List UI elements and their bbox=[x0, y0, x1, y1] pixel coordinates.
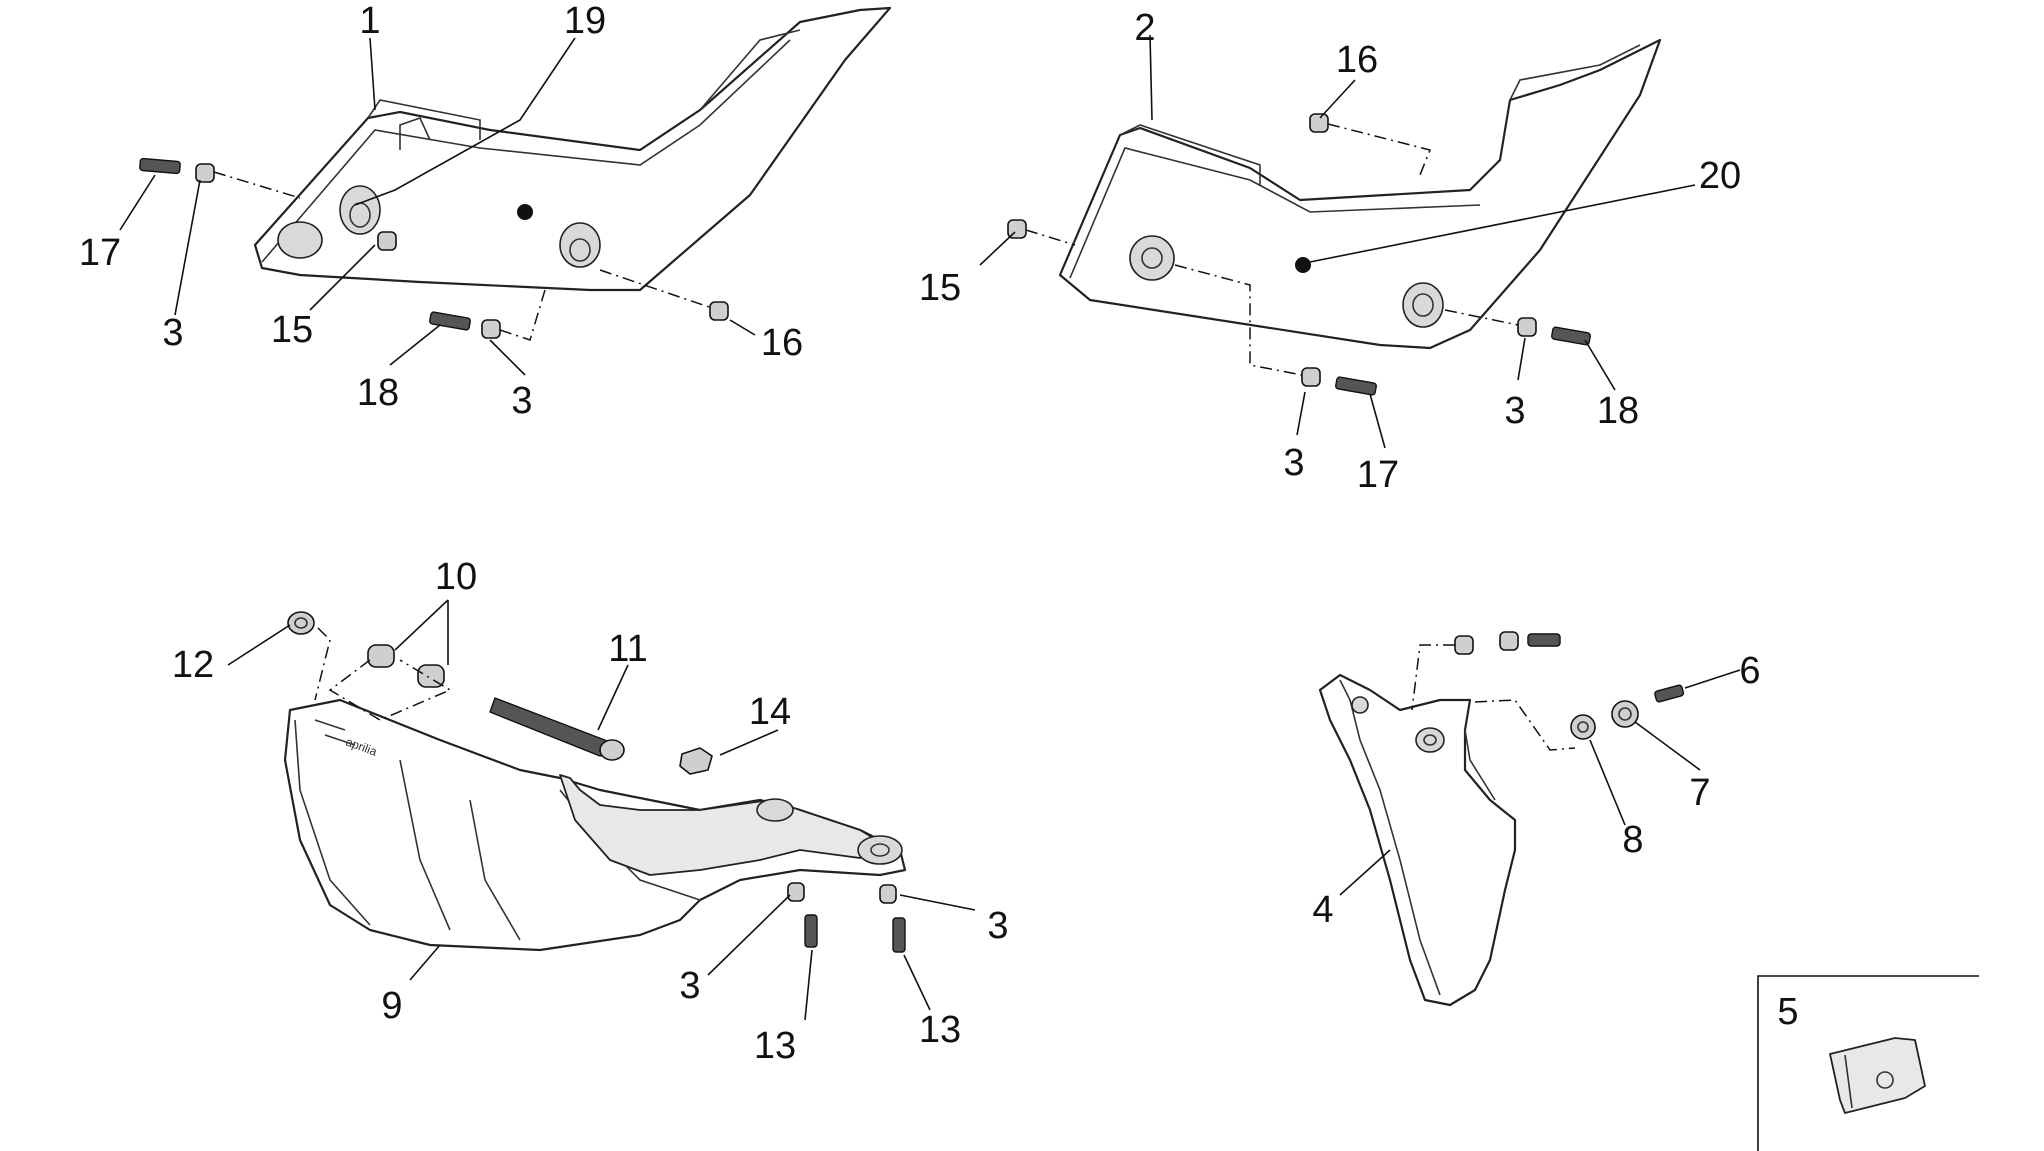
right-panel-hardware bbox=[1007, 113, 1591, 396]
leader-lines bbox=[119, 34, 1741, 1021]
small-bracket bbox=[1318, 673, 1517, 1007]
left-side-panel bbox=[253, 6, 892, 292]
label-18: 18 bbox=[357, 372, 399, 414]
label-8: 8 bbox=[1622, 819, 1643, 861]
label-3: 3 bbox=[987, 905, 1008, 947]
label-20: 20 bbox=[1699, 155, 1741, 197]
label-6: 6 bbox=[1739, 650, 1760, 692]
left-panel-hardware bbox=[139, 157, 729, 341]
label-16: 16 bbox=[1336, 39, 1378, 81]
label-19: 19 bbox=[564, 0, 606, 42]
label-2: 2 bbox=[1134, 7, 1155, 49]
label-17: 17 bbox=[79, 232, 121, 274]
label-10: 10 bbox=[435, 556, 477, 598]
label-3: 3 bbox=[1504, 390, 1525, 432]
skid-plate-hardware bbox=[287, 611, 906, 953]
label-7: 7 bbox=[1689, 772, 1710, 814]
label-18: 18 bbox=[1597, 390, 1639, 432]
label-13: 13 bbox=[754, 1025, 796, 1067]
label-15: 15 bbox=[271, 309, 313, 351]
label-3: 3 bbox=[1283, 442, 1304, 484]
label-16: 16 bbox=[761, 322, 803, 364]
label-5: 5 bbox=[1777, 991, 1798, 1033]
label-14: 14 bbox=[749, 691, 791, 733]
label-17: 17 bbox=[1357, 454, 1399, 496]
label-3: 3 bbox=[511, 380, 532, 422]
callout-labels: 1 19 17 3 15 18 3 16 2 16 20 15 3 18 3 1… bbox=[79, 0, 1799, 1067]
right-side-panel bbox=[1058, 38, 1662, 350]
label-15: 15 bbox=[919, 267, 961, 309]
label-11: 11 bbox=[608, 628, 647, 670]
label-3: 3 bbox=[679, 965, 700, 1007]
label-9: 9 bbox=[381, 985, 402, 1027]
label-4: 4 bbox=[1312, 889, 1333, 931]
skid-plate: aprilia bbox=[283, 698, 907, 952]
part-5-inset bbox=[1757, 975, 1979, 1151]
bracket-hardware bbox=[1411, 631, 1685, 751]
label-12: 12 bbox=[172, 644, 214, 686]
label-1: 1 bbox=[359, 0, 380, 42]
label-3: 3 bbox=[162, 312, 183, 354]
label-13: 13 bbox=[919, 1009, 961, 1051]
